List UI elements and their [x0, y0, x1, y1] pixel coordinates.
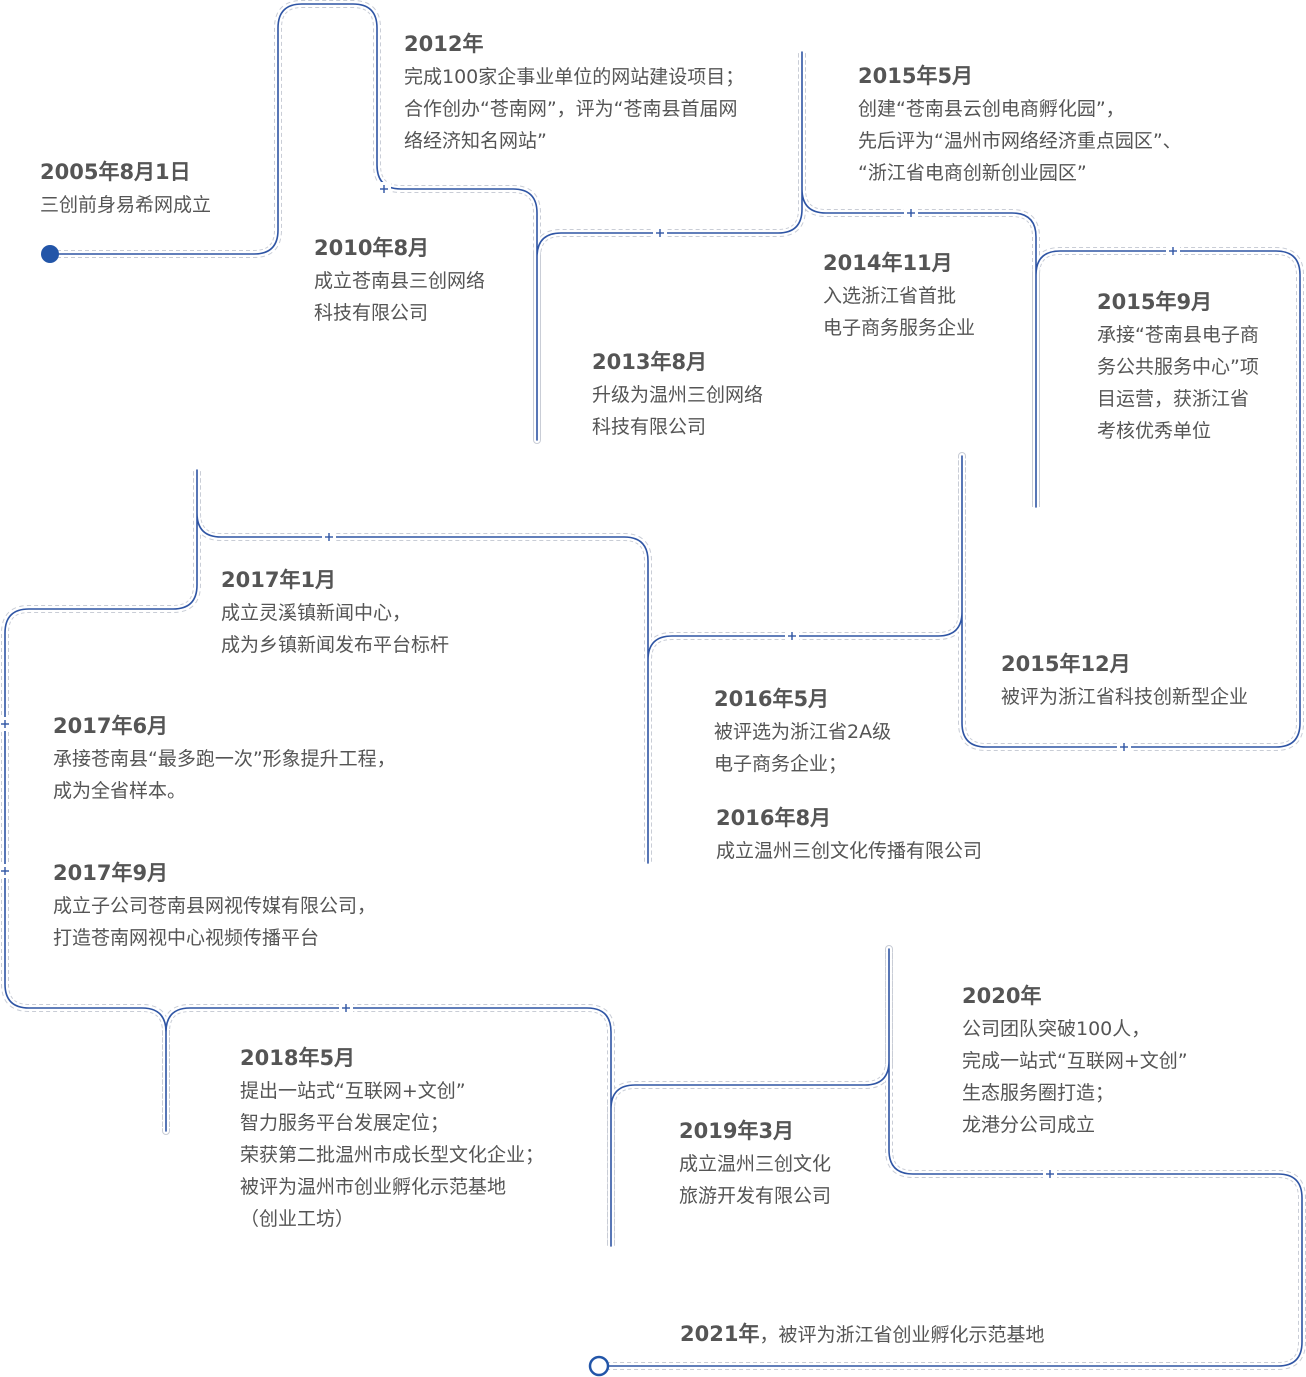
entry-date: 2017年9月: [53, 861, 169, 885]
entry-text: 考核优秀单位: [1097, 420, 1212, 442]
entry-text: 被评选为浙江省2A级: [714, 721, 892, 743]
entry-text: 被评为浙江省科技创新型企业: [1001, 686, 1249, 708]
entry-text: 完成100家企事业单位的网站建设项目；: [404, 66, 745, 88]
plus-marker-icon: [1117, 740, 1131, 754]
timeline-start-dot: [41, 245, 59, 263]
entry-text: 提出一站式“互联网+文创”: [240, 1080, 466, 1102]
entry-date: 2012年: [404, 32, 484, 56]
timeline-entry-2016-08: 2016年8月 成立温州三创文化传播有限公司: [716, 801, 982, 867]
timeline-entry-2019-03: 2019年3月 成立温州三创文化 旅游开发有限公司: [679, 1114, 831, 1212]
entry-text: 电子商务企业；: [714, 753, 848, 775]
timeline-entry-2017-09: 2017年9月 成立子公司苍南县网视传媒有限公司， 打造苍南网视中心视频传播平台: [53, 856, 376, 954]
entry-date: 2019年3月: [679, 1119, 795, 1143]
entry-text: 成立温州三创文化传播有限公司: [716, 840, 983, 862]
entry-date: 2021年: [680, 1322, 760, 1346]
plus-marker-icon: [653, 226, 667, 240]
timeline-entry-2010-08: 2010年8月 成立苍南县三创网络 科技有限公司: [314, 231, 485, 329]
timeline-entry-2015-12: 2015年12月 被评为浙江省科技创新型企业: [1001, 647, 1248, 713]
entry-text: 打造苍南网视中心视频传播平台: [53, 927, 320, 949]
entry-text: 承接“苍南县电子商: [1097, 324, 1259, 346]
timeline-entry-2015-09: 2015年9月 承接“苍南县电子商 务公共服务中心”项 目运营，获浙江省 考核优…: [1097, 285, 1259, 447]
entry-date: 2013年8月: [592, 350, 708, 374]
entry-text: ，被评为浙江省创业孵化示范基地: [759, 1324, 1045, 1346]
entry-text: 智力服务平台发展定位；: [240, 1112, 450, 1134]
entry-text: 入选浙江省首批: [823, 285, 957, 307]
entry-date: 2016年8月: [716, 806, 832, 830]
entry-text: “浙江省电商创新创业园区”: [858, 162, 1087, 184]
entry-text: 成为全省样本。: [53, 780, 187, 802]
plus-marker-icon: [785, 629, 799, 643]
entry-text: 务公共服务中心”项: [1097, 356, 1259, 378]
plus-marker-icon: [1043, 1167, 1057, 1181]
plus-marker-icon: [339, 1001, 353, 1015]
entry-text: 承接苍南县“最多跑一次”形象提升工程，: [53, 748, 396, 770]
entry-text: 被评为温州市创业孵化示范基地: [240, 1176, 507, 1198]
plus-marker-icon: [904, 206, 918, 220]
entry-text: 合作创办“苍南网”，评为“苍南县首届网: [404, 98, 738, 120]
timeline-entry-2020: 2020年 公司团队突破100人， 完成一站式“互联网+文创” 生态服务圈打造；…: [962, 979, 1188, 1141]
entry-date: 2018年5月: [240, 1046, 356, 1070]
entry-date: 2016年5月: [714, 687, 830, 711]
timeline-entry-2013-08: 2013年8月 升级为温州三创网络 科技有限公司: [592, 345, 763, 443]
plus-marker-icon: [0, 717, 12, 731]
entry-text: 完成一站式“互联网+文创”: [962, 1050, 1188, 1072]
timeline-end-dot: [588, 1355, 610, 1377]
plus-marker-icon: [0, 864, 12, 878]
entry-text: 生态服务圈打造；: [962, 1082, 1115, 1104]
entry-text: 旅游开发有限公司: [679, 1185, 832, 1207]
timeline-entry-2021: 2021年，被评为浙江省创业孵化示范基地: [680, 1318, 1044, 1351]
timeline-entry-2017-06: 2017年6月 承接苍南县“最多跑一次”形象提升工程， 成为全省样本。: [53, 709, 396, 807]
timeline-entry-2017-01: 2017年1月 成立灵溪镇新闻中心， 成为乡镇新闻发布平台标杆: [221, 563, 449, 661]
entry-date: 2014年11月: [823, 251, 953, 275]
entry-date: 2017年1月: [221, 568, 337, 592]
entry-text: 龙港分公司成立: [962, 1114, 1096, 1136]
plus-marker-icon: [1166, 244, 1180, 258]
entry-text: 公司团队突破100人，: [962, 1018, 1151, 1040]
timeline-entry-2014-11: 2014年11月 入选浙江省首批 电子商务服务企业: [823, 246, 975, 344]
entry-text: 先后评为“温州市网络经济重点园区”、: [858, 130, 1182, 152]
entry-text: 成立灵溪镇新闻中心，: [221, 602, 412, 624]
entry-text: 目运营，获浙江省: [1097, 388, 1250, 410]
timeline-entry-2012: 2012年 完成100家企事业单位的网站建设项目； 合作创办“苍南网”，评为“苍…: [404, 27, 744, 157]
plus-marker-icon: [322, 530, 336, 544]
entry-text: 成为乡镇新闻发布平台标杆: [221, 634, 450, 656]
plus-marker-icon: [377, 182, 391, 196]
timeline-entry-2005: 2005年8月1日 三创前身易希网成立: [40, 155, 211, 221]
entry-text: 电子商务服务企业: [823, 317, 976, 339]
entry-text: 创建“苍南县云创电商孵化园”，: [858, 98, 1125, 120]
entry-date: 2015年9月: [1097, 290, 1213, 314]
timeline-entry-2015-05: 2015年5月 创建“苍南县云创电商孵化园”， 先后评为“温州市网络经济重点园区…: [858, 59, 1182, 189]
entry-date: 2015年12月: [1001, 652, 1131, 676]
entry-date: 2017年6月: [53, 714, 169, 738]
entry-text: 成立子公司苍南县网视传媒有限公司，: [53, 895, 377, 917]
entry-date: 2015年5月: [858, 64, 974, 88]
timeline-entry-2016-05: 2016年5月 被评选为浙江省2A级 电子商务企业；: [714, 682, 891, 780]
entry-text: 荣获第二批温州市成长型文化企业；: [240, 1144, 545, 1166]
entry-text: 成立温州三创文化: [679, 1153, 832, 1175]
entry-text: 三创前身易希网成立: [40, 194, 212, 216]
entry-text: 升级为温州三创网络: [592, 384, 764, 406]
entry-text: 成立苍南县三创网络: [314, 270, 486, 292]
entry-date: 2005年8月1日: [40, 160, 191, 184]
entry-text: 科技有限公司: [314, 302, 429, 324]
entry-text: （创业工坊）: [240, 1208, 355, 1230]
timeline-path-line: [4, 3, 1303, 1367]
entry-text: 络经济知名网站”: [404, 130, 547, 152]
timeline-entry-2018-05: 2018年5月 提出一站式“互联网+文创” 智力服务平台发展定位； 荣获第二批温…: [240, 1041, 544, 1235]
entry-date: 2010年8月: [314, 236, 430, 260]
entry-text: 科技有限公司: [592, 416, 707, 438]
entry-date: 2020年: [962, 984, 1042, 1008]
